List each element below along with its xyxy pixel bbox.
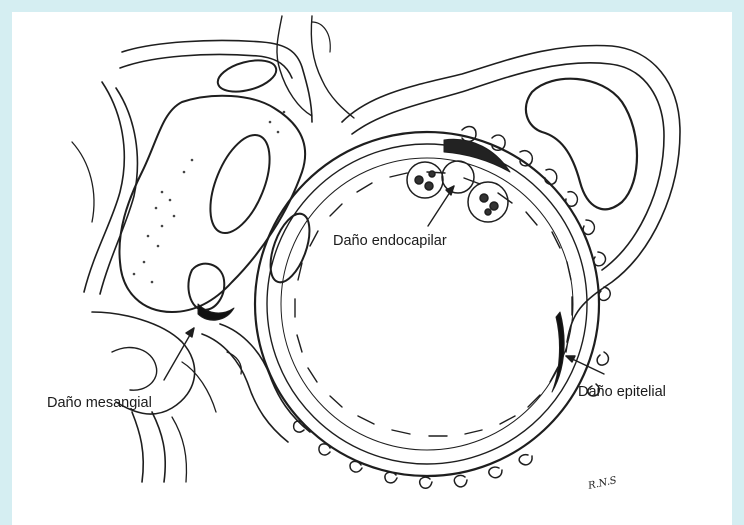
capillary-loop-inner: [267, 144, 587, 464]
lower-convolution-3: [182, 362, 216, 412]
red-blood-cell-top: [214, 55, 279, 98]
vessel-top-2: [120, 55, 292, 79]
left-lower-vessel-3: [172, 417, 186, 482]
left-lower-vessel-2: [152, 412, 165, 482]
left-lower-vessel: [132, 412, 143, 482]
vessel-top-5: [312, 22, 330, 52]
label-mesangial-damage: Daño mesangial: [47, 395, 152, 411]
endocapillary-cells: [407, 161, 508, 222]
vessel-top-3: [277, 16, 312, 116]
endothelial-segments: [295, 172, 572, 436]
epithelial-damage-mark: [552, 312, 564, 392]
podocyte-processes: [294, 127, 611, 489]
left-membrane-3: [72, 142, 94, 222]
mesangial-region: [119, 96, 305, 312]
label-endocapillary-damage: Daño endocapilar: [333, 233, 447, 249]
lower-convolution-4: [227, 352, 241, 374]
left-bottom-structure-2: [112, 348, 157, 391]
red-blood-cell-right: [526, 79, 637, 210]
red-blood-cell-left-1: [198, 127, 281, 241]
mesangial-damage-mark: [198, 304, 234, 320]
vessel-top-4: [311, 16, 354, 118]
glomerulus-drawing: [12, 12, 732, 525]
left-membrane-1: [84, 82, 124, 292]
illustration-panel: Daño endocapilar Daño mesangial Daño epi…: [12, 12, 732, 525]
label-epithelial-damage: Daño epitelial: [578, 384, 666, 400]
